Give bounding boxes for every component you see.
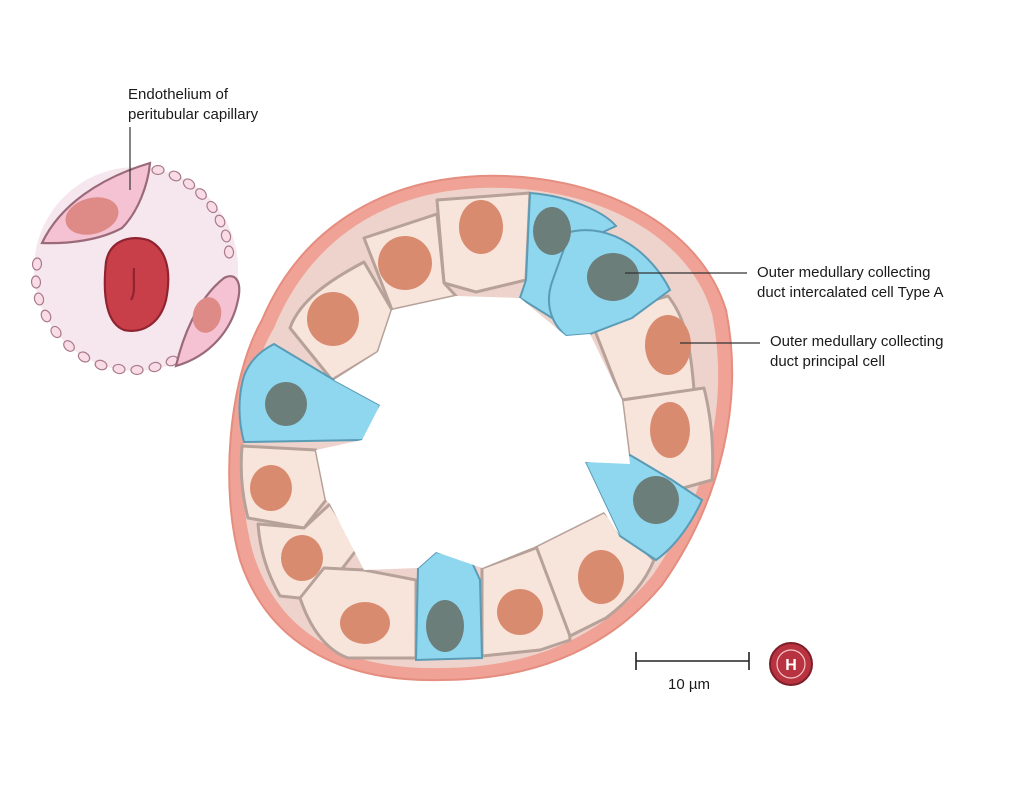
h-logo: H	[769, 642, 813, 686]
nucleus	[378, 236, 432, 290]
principal-nuclei	[250, 200, 691, 644]
collecting-duct-tubule	[228, 174, 734, 682]
intercalated-cell-label: Outer medullary collecting duct intercal…	[757, 263, 944, 303]
tubule-lumen	[316, 296, 630, 570]
nucleus	[426, 600, 464, 652]
nucleus	[265, 382, 307, 426]
principal-label-line-2: duct principal cell	[770, 353, 886, 370]
endothelium-label-line-1: Endothelium of	[128, 86, 229, 103]
nucleus	[578, 550, 624, 604]
scale-bar	[635, 652, 750, 670]
nucleus	[533, 207, 571, 255]
leader-lines	[129, 127, 760, 344]
nucleus	[340, 602, 390, 644]
nucleus	[281, 535, 323, 581]
peritubular-capillary	[30, 161, 241, 376]
nucleus	[645, 315, 691, 375]
nucleus	[307, 292, 359, 346]
red-blood-cell	[103, 237, 170, 332]
endothelium-label-line-2: peritubular capillary	[128, 106, 259, 123]
nucleus	[650, 402, 690, 458]
scale-bar-label: 10 µm	[668, 676, 710, 693]
principal-cell-label: Outer medullary collecting duct principa…	[770, 332, 943, 372]
capillary-wall-beads	[30, 164, 235, 376]
principal-label-line-1: Outer medullary collecting	[770, 333, 944, 350]
endothelium-label: Endothelium of peritubular capillary	[128, 85, 258, 125]
nucleus	[497, 589, 543, 635]
intercalated-label-line-2: duct intercalated cell Type A	[757, 284, 944, 301]
endothelial-cell-lower	[174, 275, 241, 368]
nucleus	[250, 465, 292, 511]
endothelial-cell-upper	[40, 161, 152, 245]
nucleus	[633, 476, 679, 524]
nucleus	[587, 253, 639, 301]
nucleus	[459, 200, 503, 254]
logo-letter: H	[785, 657, 797, 674]
intercalated-nuclei	[265, 207, 679, 652]
intercalated-label-line-1: Outer medullary collecting	[757, 264, 931, 281]
